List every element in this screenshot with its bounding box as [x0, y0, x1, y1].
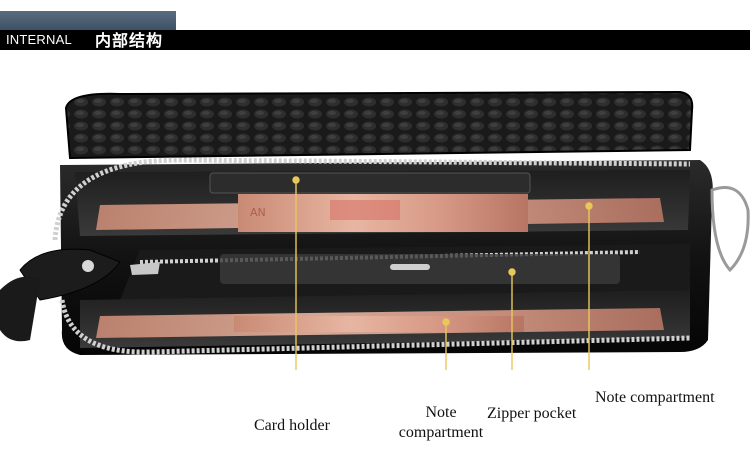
callout-note-compartment-right: Note compartment	[595, 389, 715, 406]
wallet-photo: AN	[0, 90, 750, 370]
upper-zipper	[52, 157, 691, 241]
callout-note-line1: Note	[425, 404, 457, 421]
wallet-top-flap	[66, 92, 693, 158]
callout-note-compartment-middle: Note compartment	[393, 403, 489, 443]
callout-card-holder: Card holder	[254, 417, 330, 434]
header-bar	[0, 30, 750, 50]
header-label-zh: 内部结构	[95, 31, 164, 50]
header-label-en: INTERNAL	[6, 32, 72, 47]
callout-lines	[292, 176, 593, 370]
lower-zipper	[59, 299, 691, 355]
callout-zipper-pocket: Zipper pocket	[487, 405, 577, 422]
zipper-pull-tab	[19, 248, 121, 301]
svg-text:AN: AN	[250, 206, 266, 219]
card-holder	[209, 172, 531, 194]
strap-ring	[710, 186, 750, 273]
callout-note-line2: compartment	[398, 424, 484, 441]
